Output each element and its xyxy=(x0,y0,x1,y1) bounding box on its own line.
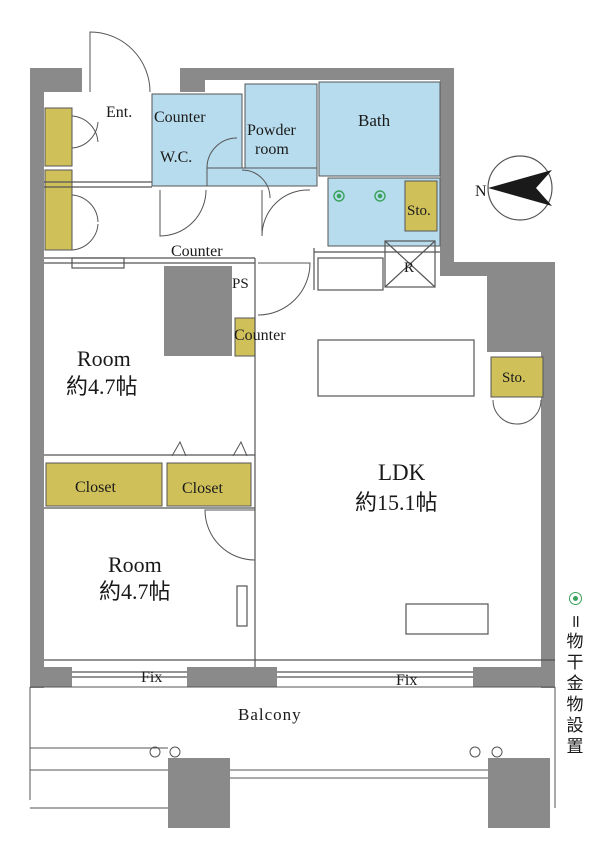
ldk-size: 約15.1帖 xyxy=(355,490,438,515)
storage-ldk xyxy=(490,356,544,398)
powder-label-2: room xyxy=(255,141,289,158)
powder-label: Powder xyxy=(247,122,297,139)
closet-door-1 xyxy=(71,115,99,143)
ps-shaft xyxy=(164,266,232,356)
legend-text: 物干金物設置 xyxy=(566,632,584,757)
drain-icon xyxy=(491,746,503,758)
room2-size: 約4.7帖 xyxy=(99,579,171,604)
wall-left xyxy=(30,68,44,688)
column-bottom-left xyxy=(168,758,230,828)
closet-left xyxy=(45,462,163,507)
room2-label: Room xyxy=(108,552,162,577)
balcony-label: Balcony xyxy=(238,705,302,724)
wall-bottom-left xyxy=(30,667,72,687)
counter-wc-label: Counter xyxy=(154,109,206,126)
wall-right-shaft xyxy=(487,262,555,352)
balcony xyxy=(29,686,556,809)
wall-bath-right xyxy=(440,68,454,268)
fix2-label: Fix xyxy=(396,672,417,689)
ent-label: Ent. xyxy=(106,104,132,121)
hanger-legend-icon xyxy=(568,592,582,605)
fridge-label: R xyxy=(404,260,414,276)
doors xyxy=(71,31,542,561)
wc-label: W.C. xyxy=(160,149,192,166)
sto-bath-label: Sto. xyxy=(407,203,431,219)
closet-right xyxy=(166,462,252,507)
drain-icon xyxy=(469,746,481,758)
wc-door xyxy=(206,137,238,169)
shoe-closet-lower xyxy=(44,169,73,251)
column-bottom-right xyxy=(488,758,550,828)
shoe-closet-upper xyxy=(44,107,73,167)
fix1-label: Fix xyxy=(141,669,162,686)
room-labels: Ent. Counter W.C. Powder room Bath Sto. … xyxy=(66,104,526,724)
legend-eq: = xyxy=(565,614,586,629)
wet-areas xyxy=(151,81,441,247)
closets xyxy=(44,107,544,507)
room2-door xyxy=(204,509,256,561)
hall-wet-strip xyxy=(206,167,318,187)
north-arrow: N xyxy=(475,155,553,221)
hall-door-right xyxy=(261,189,311,237)
bath-area xyxy=(318,81,441,177)
ps-label: PS xyxy=(232,276,249,292)
hanger-icon xyxy=(374,190,386,202)
entrance-door xyxy=(89,31,151,93)
wall-bottom-right xyxy=(473,667,555,687)
wall-bottom-mid xyxy=(187,667,277,687)
counter-mid-label: Counter xyxy=(234,327,286,344)
closet2-label: Closet xyxy=(182,480,223,497)
bath-label: Bath xyxy=(358,111,391,130)
hall-door-left xyxy=(159,189,207,237)
hanger-icon xyxy=(333,190,345,202)
interior-lines xyxy=(44,181,555,678)
room1-size: 約4.7帖 xyxy=(66,374,138,399)
wall-right xyxy=(541,262,555,688)
room1-label: Room xyxy=(77,346,131,371)
counter-hall-label: Counter xyxy=(171,243,223,260)
drain-icon xyxy=(149,746,161,758)
wall-top-bath xyxy=(180,68,442,80)
ldk-label: LDK xyxy=(378,460,426,485)
hanger-markers xyxy=(333,190,386,202)
ldk-door xyxy=(257,262,311,316)
walls xyxy=(30,68,555,828)
hanger-legend: = 物干金物設置 xyxy=(562,590,588,758)
closet1-label: Closet xyxy=(75,479,116,496)
north-label: N xyxy=(475,183,487,200)
drain-icon xyxy=(169,746,181,758)
storage-bath xyxy=(404,180,438,232)
sto-ldk-label: Sto. xyxy=(502,370,526,386)
